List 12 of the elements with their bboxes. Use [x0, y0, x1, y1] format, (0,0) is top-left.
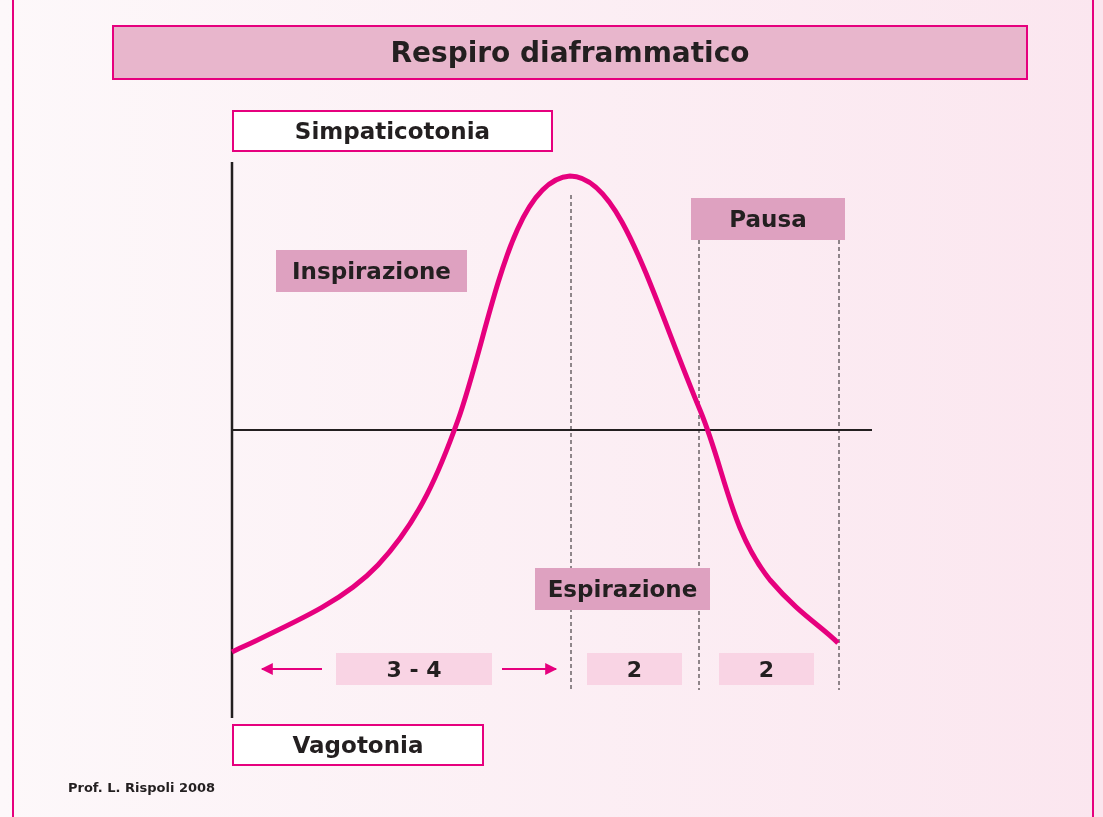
phase-label: Pausa — [691, 198, 845, 240]
phase-label: Inspirazione — [276, 250, 467, 292]
label-box: Vagotonia — [232, 724, 484, 766]
duration-label: 2 — [719, 653, 814, 685]
label-box: Simpaticotonia — [232, 110, 553, 152]
arrow — [260, 663, 323, 675]
title-banner: Respiro diaframmatico — [112, 25, 1028, 80]
phase-label: Espirazione — [535, 568, 710, 610]
duration-label: 3 - 4 — [336, 653, 492, 685]
duration-label: 2 — [587, 653, 682, 685]
caption-text: Prof. L. Rispoli 2008 — [68, 780, 216, 795]
arrow — [501, 663, 558, 675]
